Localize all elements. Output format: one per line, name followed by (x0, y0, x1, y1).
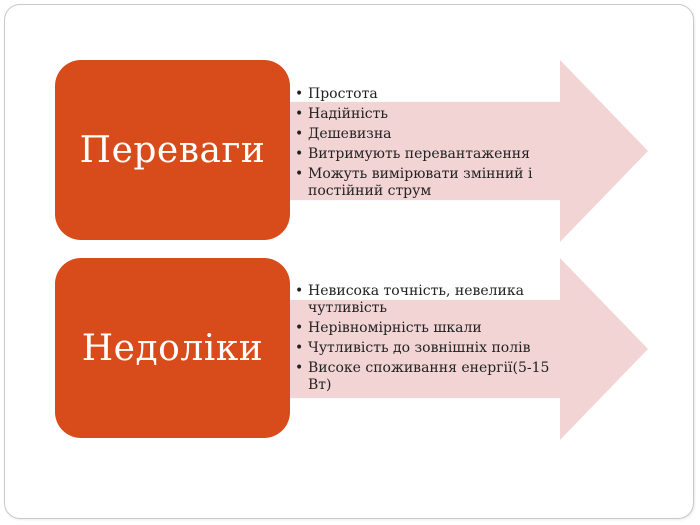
list-item: Можуть вимірювати змінний і постійний ст… (295, 166, 550, 200)
list-item: Невисока точність, невелика чутливість (295, 283, 550, 317)
list-item: Витримують перевантаження (295, 146, 550, 163)
advantages-title: Переваги (79, 129, 266, 171)
list-item: Надійність (295, 106, 550, 123)
list-item: Нерівномірність шкали (295, 320, 550, 337)
list-item: Простота (295, 86, 550, 103)
advantages-box: Переваги (55, 60, 290, 240)
disadvantages-box: Недоліки (55, 258, 290, 438)
list-item: Високе споживання енергії(5-15 Вт) (295, 360, 550, 394)
disadvantages-title: Недоліки (81, 327, 264, 369)
advantages-list: Простота Надійність Дешевизна Витримують… (295, 86, 550, 203)
list-item: Чутливість до зовнішніх полів (295, 340, 550, 357)
list-item: Дешевизна (295, 126, 550, 143)
disadvantages-list: Невисока точність, невелика чутливість Н… (295, 283, 550, 397)
